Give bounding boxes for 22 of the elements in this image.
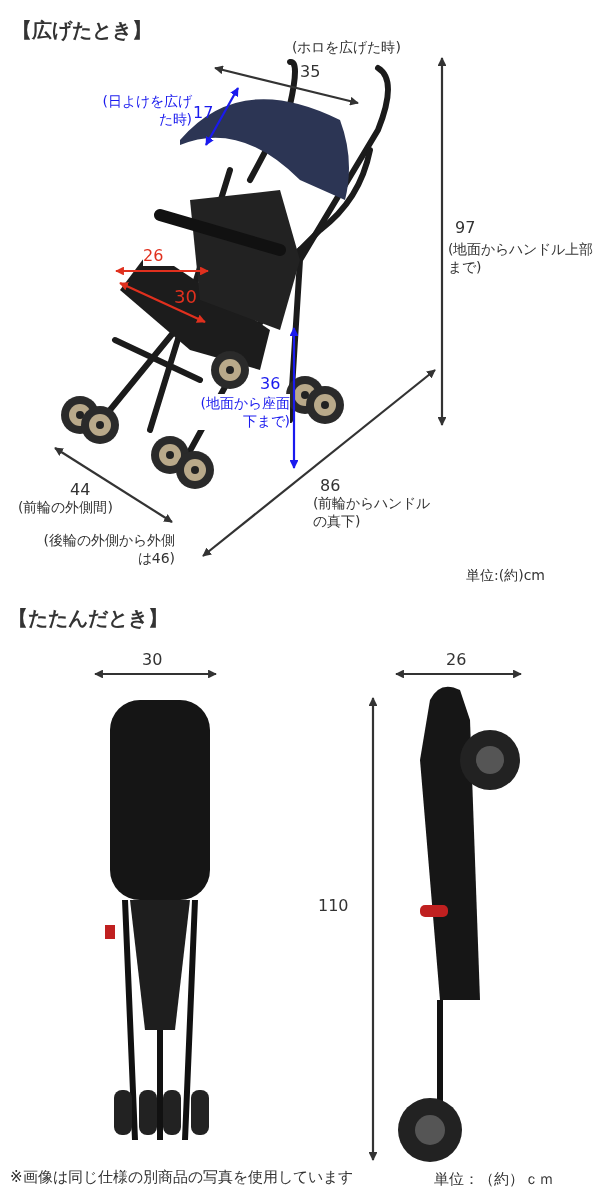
dimension-label: 26 <box>446 650 468 670</box>
dimension-label: 36 <box>260 374 282 394</box>
dimension-label: 17 <box>193 103 215 123</box>
section-heading: 【たたんだとき】 <box>8 606 169 630</box>
dimension-label: 86 <box>320 476 342 496</box>
footnote-text: ※画像は同じ仕様の別商品の写真を使用しています <box>10 1168 354 1187</box>
note-text: (前輪の外側間) <box>18 498 114 516</box>
note-text: (地面からハンドル上部まで) <box>448 240 595 276</box>
note-text: (日よけを広げた時) <box>101 92 192 128</box>
note-text: (前輪からハンドルの真下) <box>313 494 432 530</box>
unit-note: 単位：（約）ｃｍ <box>434 1170 555 1189</box>
dimension-label: 30 <box>174 286 198 308</box>
unit-note: 単位:(約)cm <box>466 566 546 584</box>
note-text: (地面から座面下まで) <box>196 394 290 430</box>
dimension-label: 97 <box>455 218 477 238</box>
dimension-label: 110 <box>318 896 350 916</box>
dimension-label: 30 <box>142 650 164 670</box>
note-text: (ホロを広げた時) <box>292 38 402 56</box>
dimension-label: 35 <box>300 62 322 82</box>
dimension-label: 44 <box>70 480 92 500</box>
section-heading: 【広げたとき】 <box>12 18 153 42</box>
note-text: (後輪の外側から外側は46) <box>42 531 175 567</box>
